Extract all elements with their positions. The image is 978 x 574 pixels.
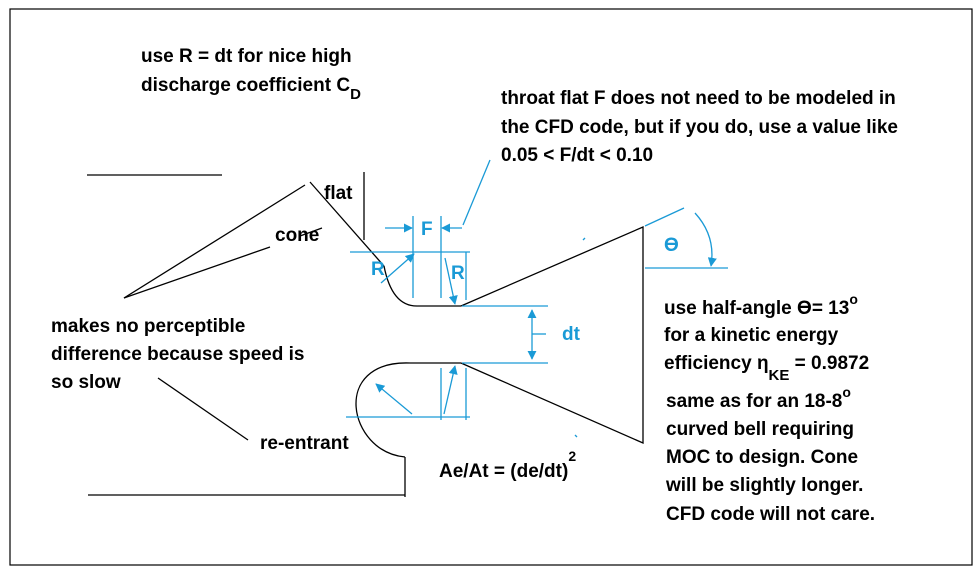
note-r-line1: use R = dt for nice high [141,46,352,67]
note-speed-line1: makes no perceptible [51,316,245,337]
note-angle-line1: use half-angle ϴ= 13o [664,291,858,319]
note-angle-line4: same as for an 18-8o [666,384,851,412]
reentrant-lip [355,362,411,458]
theta-arc [694,212,717,267]
diagram-frame [9,8,973,566]
cone-hint-tick [582,237,586,241]
upper-throat-round [383,265,419,307]
note-angle-line8: CFD code will not care. [666,504,875,525]
label-dt: dt [562,324,581,345]
leader-cone [299,227,323,237]
note-angle-line3: efficiency ηKE = 0.9872 [664,353,869,384]
leader-flat-b [123,246,271,299]
note-speed-line2: difference because speed is [51,344,304,365]
note-angle-line7: will be slightly longer. [665,475,863,496]
note-angle-line2: for a kinetic energy [664,325,839,346]
r-right-arrow [444,257,458,305]
diverging-cone-outline [460,226,644,444]
leader-flat-a [123,184,306,299]
note-flat-line1: throat flat F does not need to be modele… [501,88,896,109]
label-flat: flat [324,183,353,204]
label-reentrant: re-entrant [260,433,349,454]
note-speed-line3: so slow [51,372,121,393]
label-f: F [421,219,433,240]
f-note-leader [462,159,491,226]
note-angle-line6: MOC to design. Cone [666,447,858,468]
area-ratio: Ae/At = (de/dt)2 [439,448,576,482]
r-left-arrow [380,253,415,284]
label-theta: ϴ [664,235,679,256]
leader-reentrant [157,377,249,441]
theta-cone-extension [644,207,685,227]
leader-lines [123,184,323,441]
note-flat-line3: 0.05 < F/dt < 0.10 [501,145,653,166]
label-r-right: R [451,263,465,284]
note-r-line2: discharge coefficient CD [141,75,361,103]
note-flat-line2: the CFD code, but if you do, use a value… [501,117,898,138]
label-cone: cone [275,225,319,246]
label-r-left: R [371,259,385,280]
note-angle-line5: curved bell requiring [666,419,854,440]
dimensions [346,159,728,438]
r-lower-arrow [375,383,413,415]
cone-hint-tick-2 [574,434,578,438]
r-lower-arrow-right [443,365,458,415]
